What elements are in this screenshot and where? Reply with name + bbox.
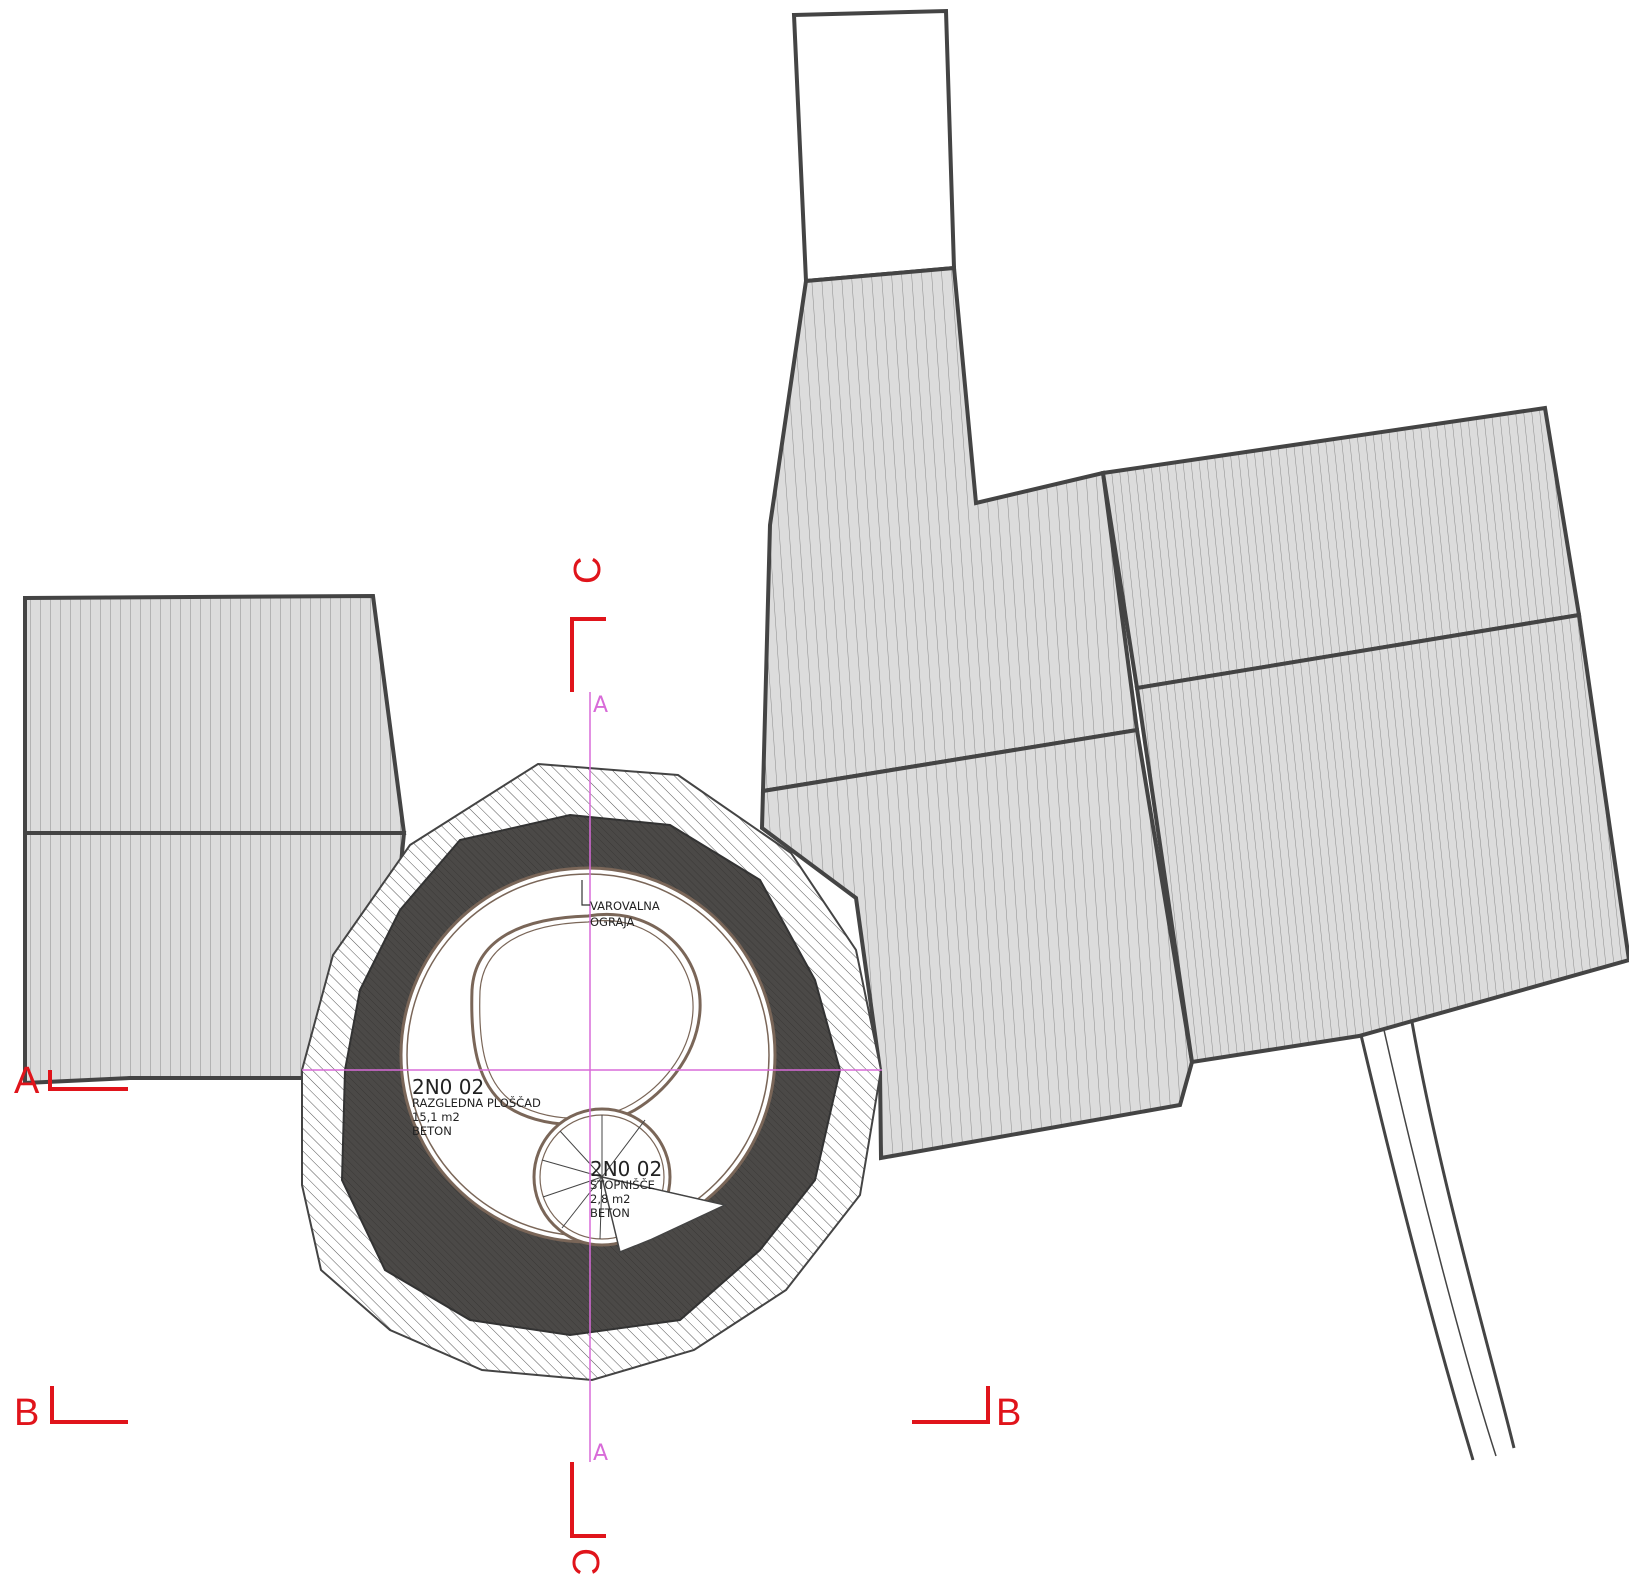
- section-label-b-left: B: [14, 1392, 39, 1434]
- axis-label-a-top: A: [593, 693, 608, 718]
- tower: [301, 762, 883, 1382]
- roof-right: [759, 265, 1629, 1161]
- room-material: BETON: [590, 1206, 630, 1220]
- spiral-stair: [532, 1107, 728, 1254]
- axis-lines: [302, 692, 882, 1462]
- section-a-left-marker: [48, 1070, 128, 1091]
- room-area: 15,1 m2: [412, 1110, 460, 1124]
- room-label-stair: 2N0 02 STOPNIŠČE 2,8 m2 BETON: [590, 1157, 662, 1220]
- room-label-platform: 2N0 02 RAZGLEDNA PLOŠČAD 15,1 m2 BETON: [412, 1075, 541, 1138]
- room-code: 2N0 02: [412, 1075, 484, 1099]
- room-name: RAZGLEDNA PLOŠČAD: [412, 1095, 541, 1110]
- section-b-right-marker: [912, 1386, 990, 1424]
- section-b-left-marker: [50, 1386, 128, 1424]
- annotation-line-1: VAROVALNA: [590, 899, 660, 913]
- section-label-a: A: [14, 1060, 40, 1102]
- room-name: STOPNIŠČE: [590, 1177, 655, 1192]
- section-c-bottom-marker: [570, 1462, 606, 1538]
- section-label-c-top: C: [567, 557, 609, 584]
- section-markers: [48, 617, 990, 1538]
- section-c-top-marker: [570, 617, 606, 692]
- annotation-leader: [581, 880, 590, 906]
- annotation-line-2: OGRAJA: [590, 915, 635, 929]
- room-material: BETON: [412, 1124, 452, 1138]
- section-label-c-bottom: C: [564, 1548, 606, 1574]
- path-lines: [1359, 1021, 1516, 1461]
- chimney-outline: [791, 8, 957, 284]
- room-area: 2,8 m2: [590, 1192, 630, 1206]
- roof-left: [23, 593, 407, 1086]
- section-label-b-right: B: [996, 1392, 1021, 1434]
- axis-label-a-bottom: A: [593, 1441, 608, 1466]
- room-code: 2N0 02: [590, 1157, 662, 1181]
